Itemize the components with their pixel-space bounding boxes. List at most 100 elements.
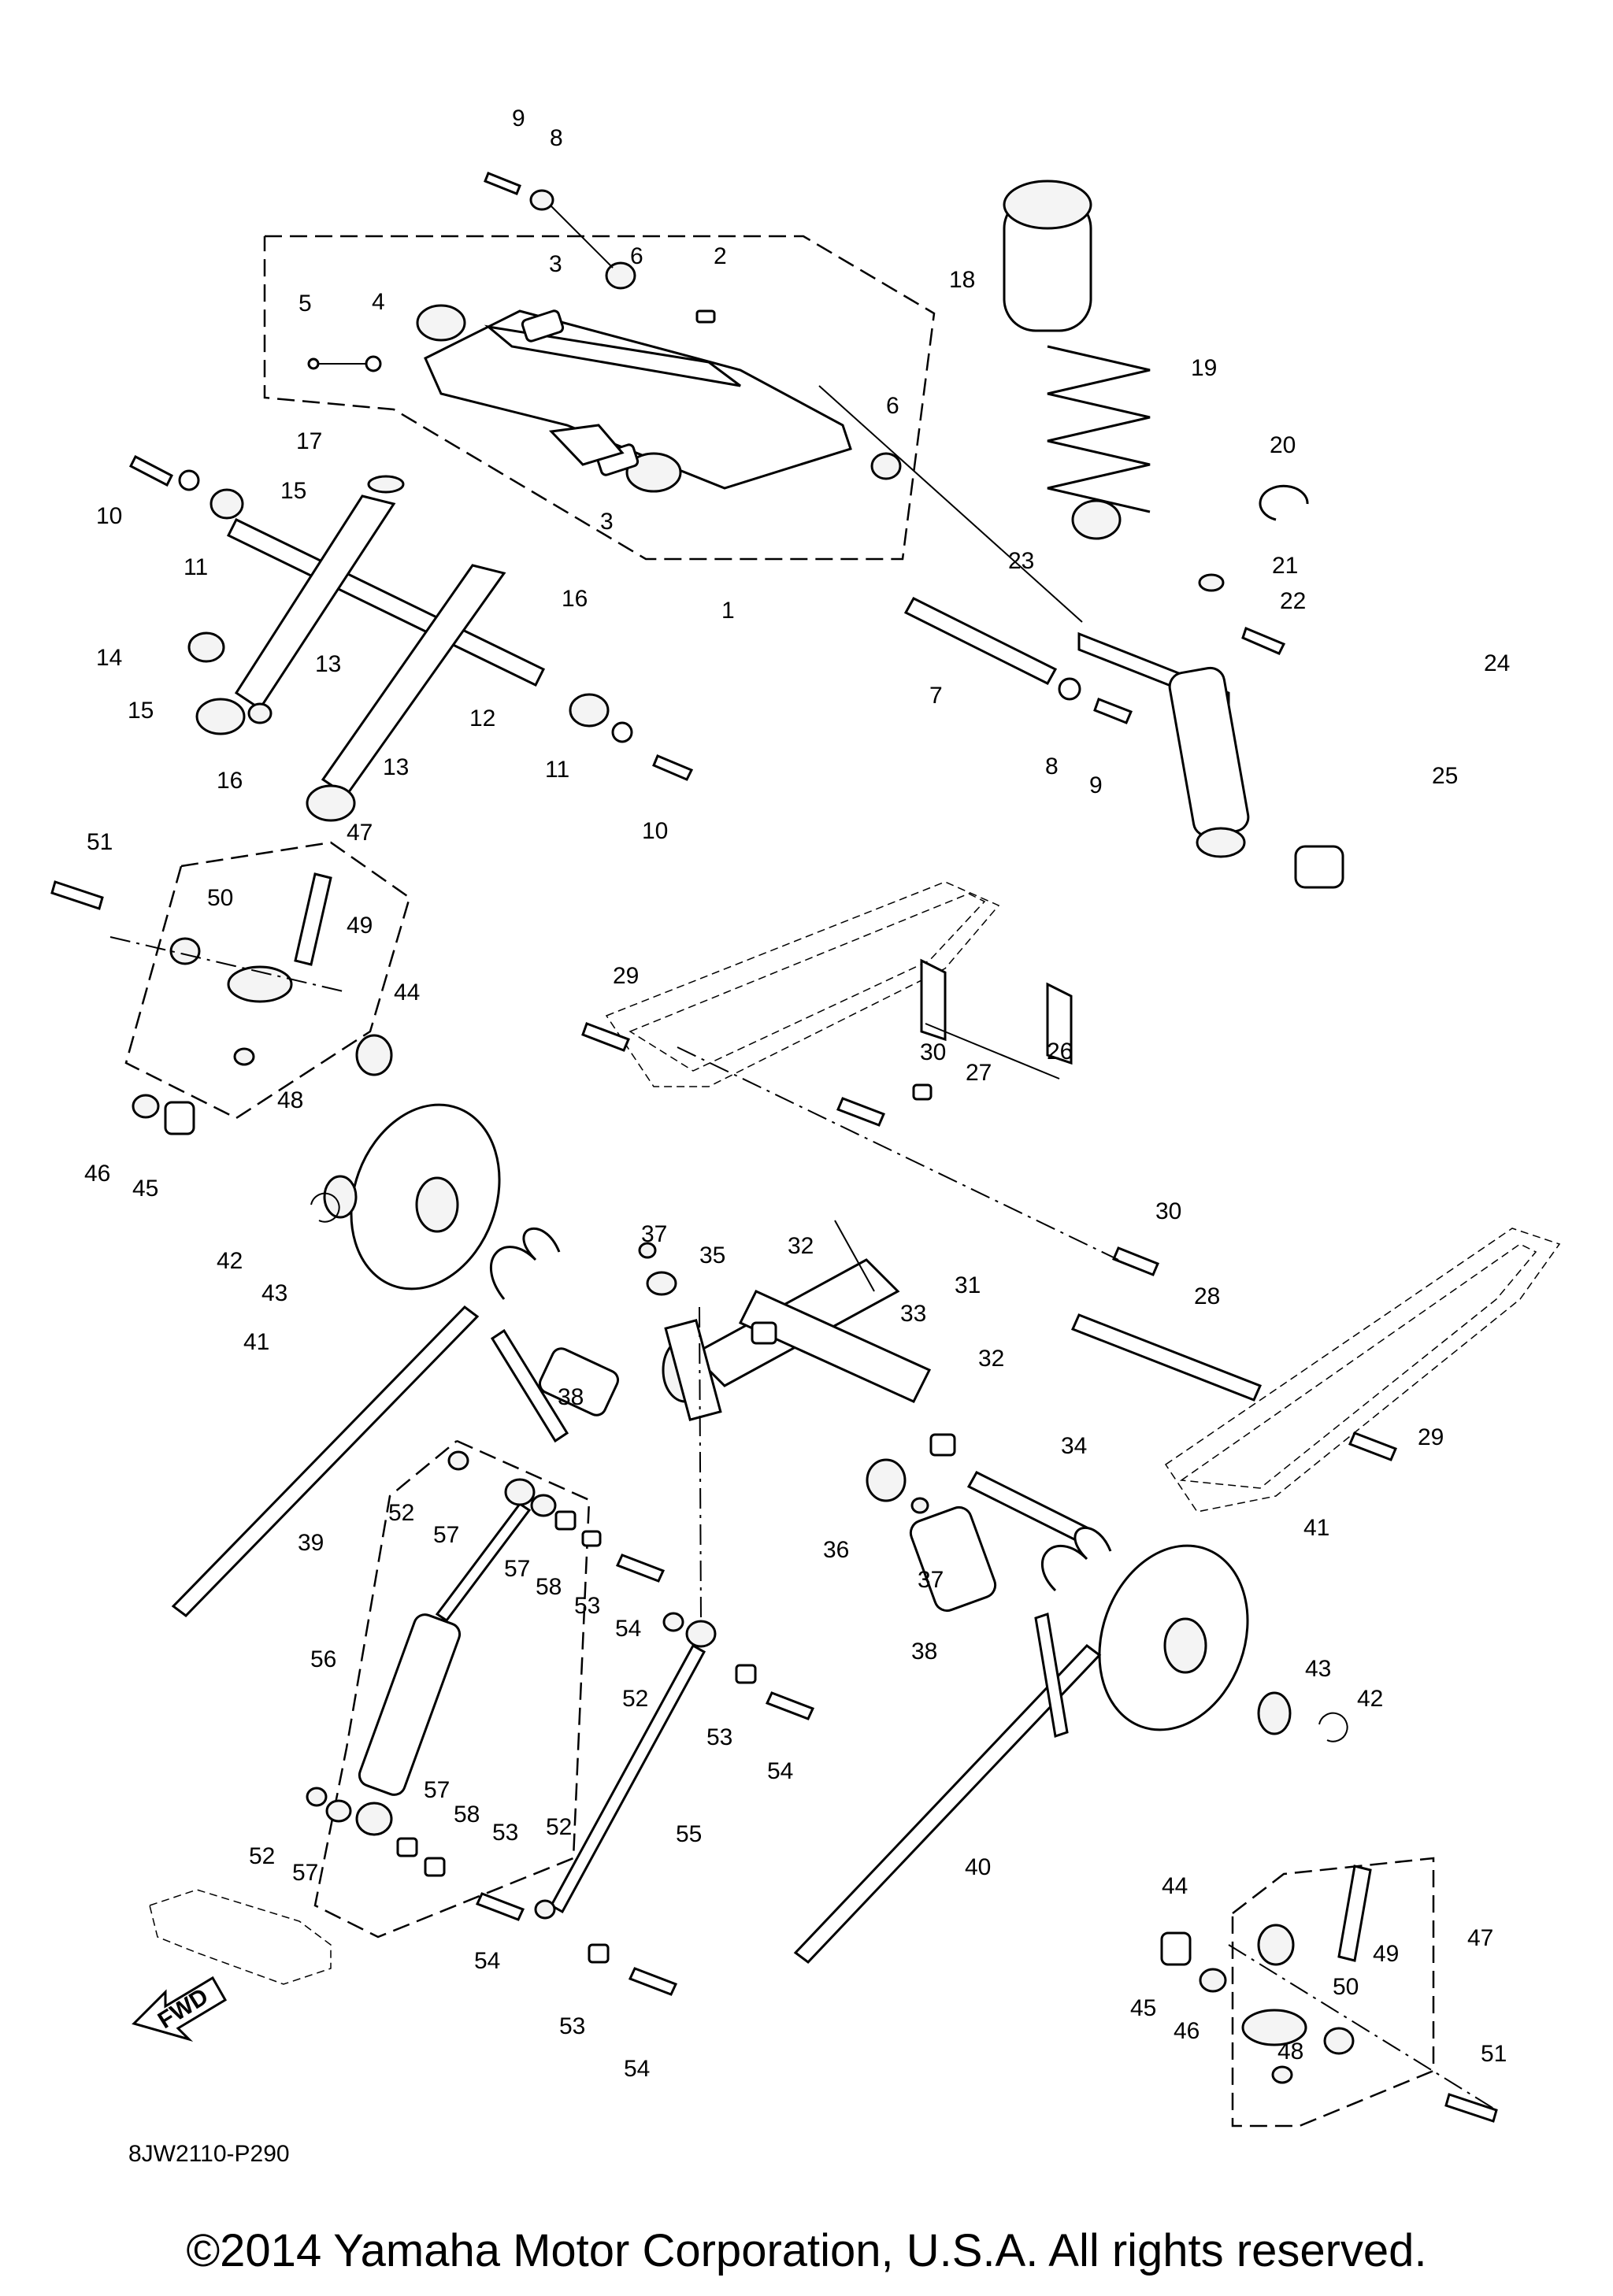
callout: 48 <box>1277 2039 1303 2065</box>
callout: 28 <box>1194 1283 1220 1309</box>
callout: 8 <box>550 125 563 151</box>
diagram-artwork <box>50 172 1561 2128</box>
callout: 43 <box>261 1280 287 1306</box>
callout: 21 <box>1272 553 1298 579</box>
callout: 52 <box>622 1686 648 1712</box>
callout: 41 <box>243 1329 269 1355</box>
callout-numbers: 9 8 3 6 2 5 4 18 19 20 17 15 10 11 3 16 … <box>84 106 1510 2082</box>
callout: 10 <box>96 503 122 529</box>
callout: 29 <box>1418 1424 1444 1450</box>
callout: 49 <box>347 913 373 939</box>
callout: 11 <box>545 757 569 783</box>
callout: 57 <box>424 1777 450 1803</box>
callout: 9 <box>512 106 525 131</box>
callout: 5 <box>298 291 312 317</box>
callout: 6 <box>630 243 643 269</box>
callout: 4 <box>372 289 385 315</box>
callout: 12 <box>469 705 495 731</box>
callout: 47 <box>1467 1925 1493 1951</box>
callout: 55 <box>676 1821 702 1847</box>
callout: 32 <box>978 1346 1004 1372</box>
callout: 57 <box>292 1860 318 1886</box>
callout: 30 <box>1155 1198 1181 1224</box>
callout: 57 <box>433 1522 459 1548</box>
callout: 40 <box>965 1854 991 1880</box>
callout: 13 <box>315 651 341 677</box>
callout: 58 <box>454 1802 480 1828</box>
callout: 43 <box>1305 1656 1331 1682</box>
callout: 20 <box>1270 432 1296 458</box>
callout: 52 <box>249 1843 275 1869</box>
callout: 54 <box>474 1948 500 1974</box>
callout: 29 <box>613 963 639 989</box>
callout: 8 <box>1045 754 1059 780</box>
callout: 41 <box>1303 1515 1329 1541</box>
callout: 49 <box>1373 1941 1399 1967</box>
callout: 23 <box>1008 548 1034 574</box>
callout: 42 <box>1357 1686 1383 1712</box>
callout: 36 <box>823 1537 849 1563</box>
callout: 18 <box>949 267 975 293</box>
callout: 3 <box>549 251 562 277</box>
callout: 11 <box>184 554 208 580</box>
callout: 24 <box>1484 650 1510 676</box>
callout: 50 <box>207 885 233 911</box>
callout: 26 <box>1047 1039 1073 1065</box>
callout: 34 <box>1061 1433 1087 1459</box>
callout: 1 <box>721 598 735 624</box>
callout: 2 <box>714 243 727 269</box>
callout: 38 <box>558 1384 584 1410</box>
callout: 35 <box>699 1242 725 1268</box>
callout: 52 <box>388 1500 414 1526</box>
callout: 51 <box>87 829 113 855</box>
callout: 31 <box>955 1272 981 1298</box>
callout: 7 <box>929 683 943 709</box>
callout: 53 <box>559 2013 585 2039</box>
callout: 42 <box>217 1248 243 1274</box>
callout: 15 <box>280 478 306 504</box>
callout: 37 <box>918 1567 944 1593</box>
callout: 46 <box>1174 2018 1200 2044</box>
callout: 44 <box>394 980 420 1005</box>
callout: 44 <box>1162 1873 1188 1899</box>
callout: 32 <box>788 1233 814 1259</box>
callout: 54 <box>615 1616 641 1642</box>
callout: 45 <box>132 1176 158 1202</box>
callout: 14 <box>96 645 122 671</box>
callout: 19 <box>1191 355 1217 381</box>
callout: 58 <box>536 1574 562 1600</box>
callout: 53 <box>492 1820 518 1846</box>
callout: 57 <box>504 1556 530 1582</box>
copyright-notice: ©2014 Yamaha Motor Corporation, U.S.A. A… <box>186 2225 1426 2276</box>
callout: 22 <box>1280 588 1306 614</box>
callout: 30 <box>920 1039 946 1065</box>
callout: 13 <box>383 754 409 780</box>
callout: 10 <box>642 818 668 844</box>
callout: 17 <box>296 428 322 454</box>
callout: 6 <box>886 393 899 419</box>
callout: 53 <box>706 1724 732 1750</box>
callout: 45 <box>1130 1995 1156 2021</box>
callout: 48 <box>277 1087 303 1113</box>
callout: 53 <box>574 1593 600 1619</box>
callout: 47 <box>347 820 373 846</box>
callout: 54 <box>767 1758 793 1784</box>
callout: 16 <box>562 586 588 612</box>
callout: 9 <box>1089 772 1103 798</box>
callout: 50 <box>1333 1974 1359 2000</box>
callout: 25 <box>1432 763 1458 789</box>
diagram-code: 8JW2110-P290 <box>128 2141 290 2167</box>
callout: 46 <box>84 1161 110 1187</box>
callout: 37 <box>641 1221 667 1247</box>
callout: 56 <box>310 1646 336 1672</box>
callout: 27 <box>966 1060 992 1086</box>
callout: 33 <box>900 1301 926 1327</box>
callout: 54 <box>624 2056 650 2082</box>
callout: 3 <box>600 509 614 535</box>
callout: 51 <box>1481 2041 1507 2067</box>
callout: 52 <box>546 1814 572 1840</box>
callout: 38 <box>911 1639 937 1665</box>
callout: 39 <box>298 1530 324 1556</box>
callout: 16 <box>217 768 243 794</box>
